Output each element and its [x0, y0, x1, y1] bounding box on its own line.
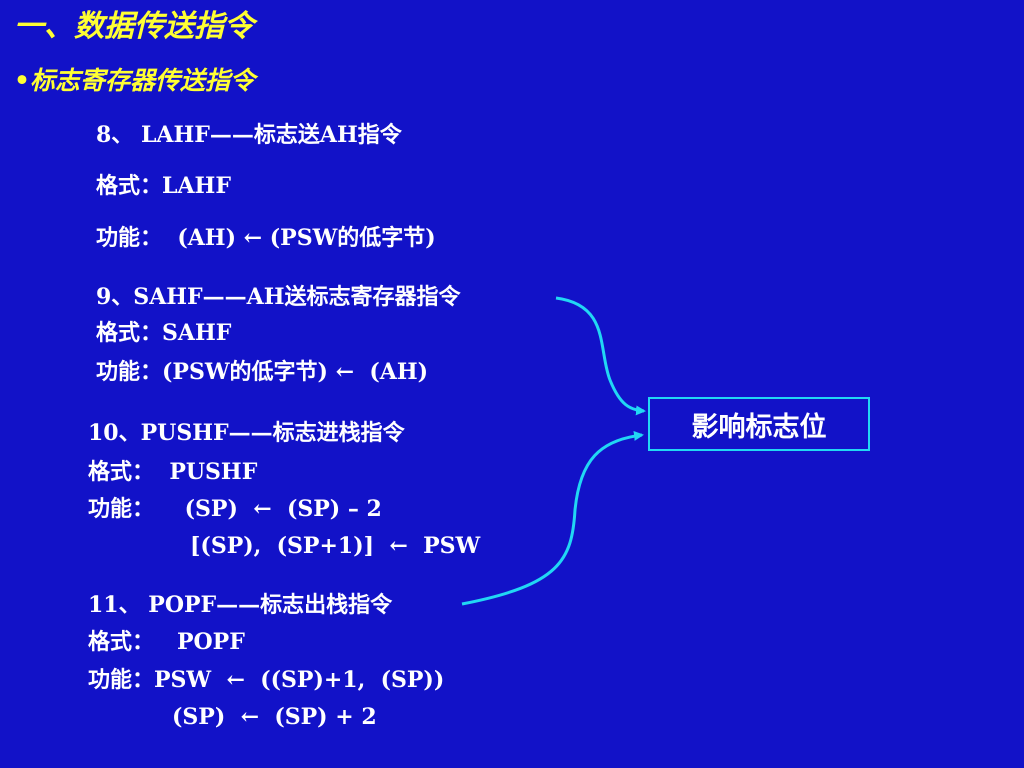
instruction-8-heading: 8、 LAHF——标志送AH指令: [96, 122, 402, 148]
instruction-11-heading: 11、 POPF——标志出栈指令: [88, 592, 393, 618]
page-title: 一、数据传送指令: [14, 9, 254, 44]
instruction-11-function-line2: (SP) ← (SP) + 2: [172, 704, 377, 730]
instruction-8-format: 格式：LAHF: [96, 173, 231, 199]
instruction-10-format: 格式： PUSHF: [88, 459, 258, 485]
instruction-10-function-line2: [(SP), (SP+1)] ← PSW: [190, 533, 481, 559]
instruction-10-function: 功能： (SP) ← (SP) – 2: [88, 496, 382, 522]
affects-flags-callout: 影响标志位: [648, 397, 870, 451]
instruction-9-format: 格式：SAHF: [96, 320, 232, 346]
instruction-11-function: 功能：PSW ← ((SP)+1, (SP)): [88, 667, 445, 693]
arrow-popf-to-callout: [461, 430, 644, 606]
arrow-sahf-to-callout: [555, 296, 646, 416]
instruction-9-heading: 9、SAHF——AH送标志寄存器指令: [96, 284, 461, 310]
instruction-8-function: 功能： (AH) ← (PSW的低字节): [96, 225, 436, 251]
section-subtitle: •标志寄存器传送指令: [14, 66, 255, 95]
instruction-9-function: 功能：(PSW的低字节) ← (AH): [96, 359, 429, 385]
instruction-10-heading: 10、PUSHF——标志进栈指令: [88, 420, 405, 446]
callout-label: 影响标志位: [691, 411, 827, 443]
instruction-11-format: 格式： POPF: [88, 629, 245, 655]
